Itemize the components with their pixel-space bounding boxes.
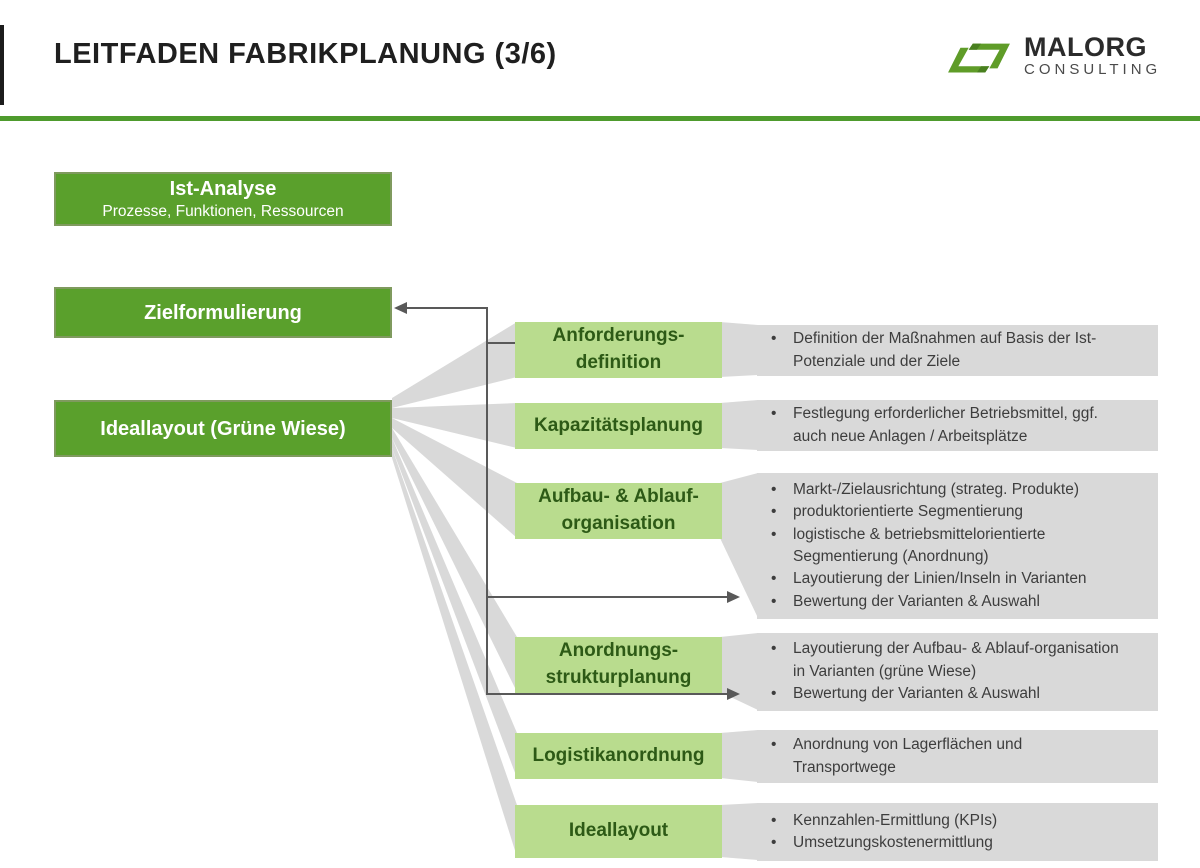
stage-box-zielformulierung: Zielformulierung [54, 287, 392, 338]
detail-bullet: Umsetzungskostenermittlung [757, 832, 1150, 855]
detail-bullet-list: Festlegung erforderlicher Betriebsmittel… [757, 403, 1150, 448]
fan-bands [392, 322, 517, 857]
malorg-logo-icon [948, 43, 1010, 73]
detail-bullet: produktorientierte Segmentierung [757, 501, 1150, 524]
detail-box-aufbau-ablauforganisation: Markt-/Zielausrichtung (strateg. Produkt… [757, 473, 1158, 619]
step-box-anforderungsdefinition: Anforderungs- definition [515, 322, 722, 378]
detail-bullet: Markt-/Zielausrichtung (strateg. Produkt… [757, 479, 1150, 502]
brand-text: MALORG CONSULTING [1024, 33, 1161, 79]
step-label: Aufbau- & Ablauf- [538, 486, 699, 508]
brand-name: MALORG [1024, 32, 1147, 62]
step-label: Anordnungs- [558, 640, 679, 662]
step-box-anordnungsstrukturplanung: Anordnungs- strukturplanung [515, 637, 722, 693]
stage-title: Ideallayout (Grüne Wiese) [100, 417, 346, 440]
detail-bullet: Anordnung von Lagerflächen und Transport… [757, 734, 1113, 779]
detail-bullet: Festlegung erforderlicher Betriebsmittel… [757, 403, 1133, 448]
stage-box-ideallayout-gruene-wiese: Ideallayout (Grüne Wiese) [54, 400, 392, 457]
detail-bullet: logistische & betriebsmittelorientierte … [757, 524, 1150, 569]
brand-logo: MALORG CONSULTING [946, 33, 1161, 83]
step-label: strukturplanung [545, 667, 692, 688]
detail-box-kapazitaetsplanung: Festlegung erforderlicher Betriebsmittel… [757, 400, 1158, 451]
page-title: LEITFADEN FABRIKPLANUNG (3/6) [54, 38, 557, 70]
step-label: Logistikanordnung [532, 744, 705, 766]
detail-bullet-list: Definition der Maßnahmen auf Basis der I… [757, 328, 1150, 373]
detail-box-anforderungsdefinition: Definition der Maßnahmen auf Basis der I… [757, 325, 1158, 376]
detail-bullet: Bewertung der Varianten & Auswahl [757, 591, 1150, 614]
detail-box-logistikanordnung: Anordnung von Lagerflächen und Transport… [757, 730, 1158, 783]
detail-bullet: Bewertung der Varianten & Auswahl [757, 683, 1133, 706]
stage-box-ist-analyse: Ist-Analyse Prozesse, Funktionen, Ressou… [54, 172, 392, 226]
detail-bullet: Layoutierung der Aufbau- & Ablauf-organi… [757, 638, 1133, 683]
step-box-kapazitaetsplanung: Kapazitätsplanung [515, 403, 722, 449]
stage-title: Ist-Analyse [169, 177, 277, 200]
step-box-ideallayout: Ideallayout [515, 805, 722, 858]
step-label: definition [575, 352, 662, 373]
step-label: Ideallayout [568, 820, 669, 842]
header-divider [0, 116, 1200, 121]
detail-box-ideallayout: Kennzahlen-Ermittlung (KPIs) Umsetzungsk… [757, 803, 1158, 861]
step-label: Kapazitätsplanung [534, 414, 703, 436]
step-box-aufbau-ablauforganisation: Aufbau- & Ablauf- organisation [515, 483, 722, 539]
step-box-logistikanordnung: Logistikanordnung [515, 733, 722, 779]
detail-bullet-list: Layoutierung der Aufbau- & Ablauf-organi… [757, 638, 1150, 706]
detail-bullet-list: Kennzahlen-Ermittlung (KPIs) Umsetzungsk… [757, 810, 1150, 855]
stage-subtitle: Prozesse, Funktionen, Ressourcen [102, 202, 344, 220]
step-label: organisation [561, 513, 676, 534]
title-accent-bar [0, 25, 4, 105]
stage-title: Zielformulierung [144, 301, 302, 324]
detail-bullet: Layoutierung der Linien/Inseln in Varian… [757, 568, 1150, 591]
detail-box-anordnungsstrukturplanung: Layoutierung der Aufbau- & Ablauf-organi… [757, 633, 1158, 711]
step-label: Anforderungs- [552, 325, 685, 347]
detail-bullet-list: Anordnung von Lagerflächen und Transport… [757, 734, 1150, 779]
row-link-wedges [720, 322, 758, 860]
brand-subtitle: CONSULTING [1024, 61, 1162, 79]
detail-bullet-list: Markt-/Zielausrichtung (strateg. Produkt… [757, 479, 1150, 614]
detail-bullet: Kennzahlen-Ermittlung (KPIs) [757, 810, 1150, 833]
detail-bullet: Definition der Maßnahmen auf Basis der I… [757, 328, 1150, 373]
